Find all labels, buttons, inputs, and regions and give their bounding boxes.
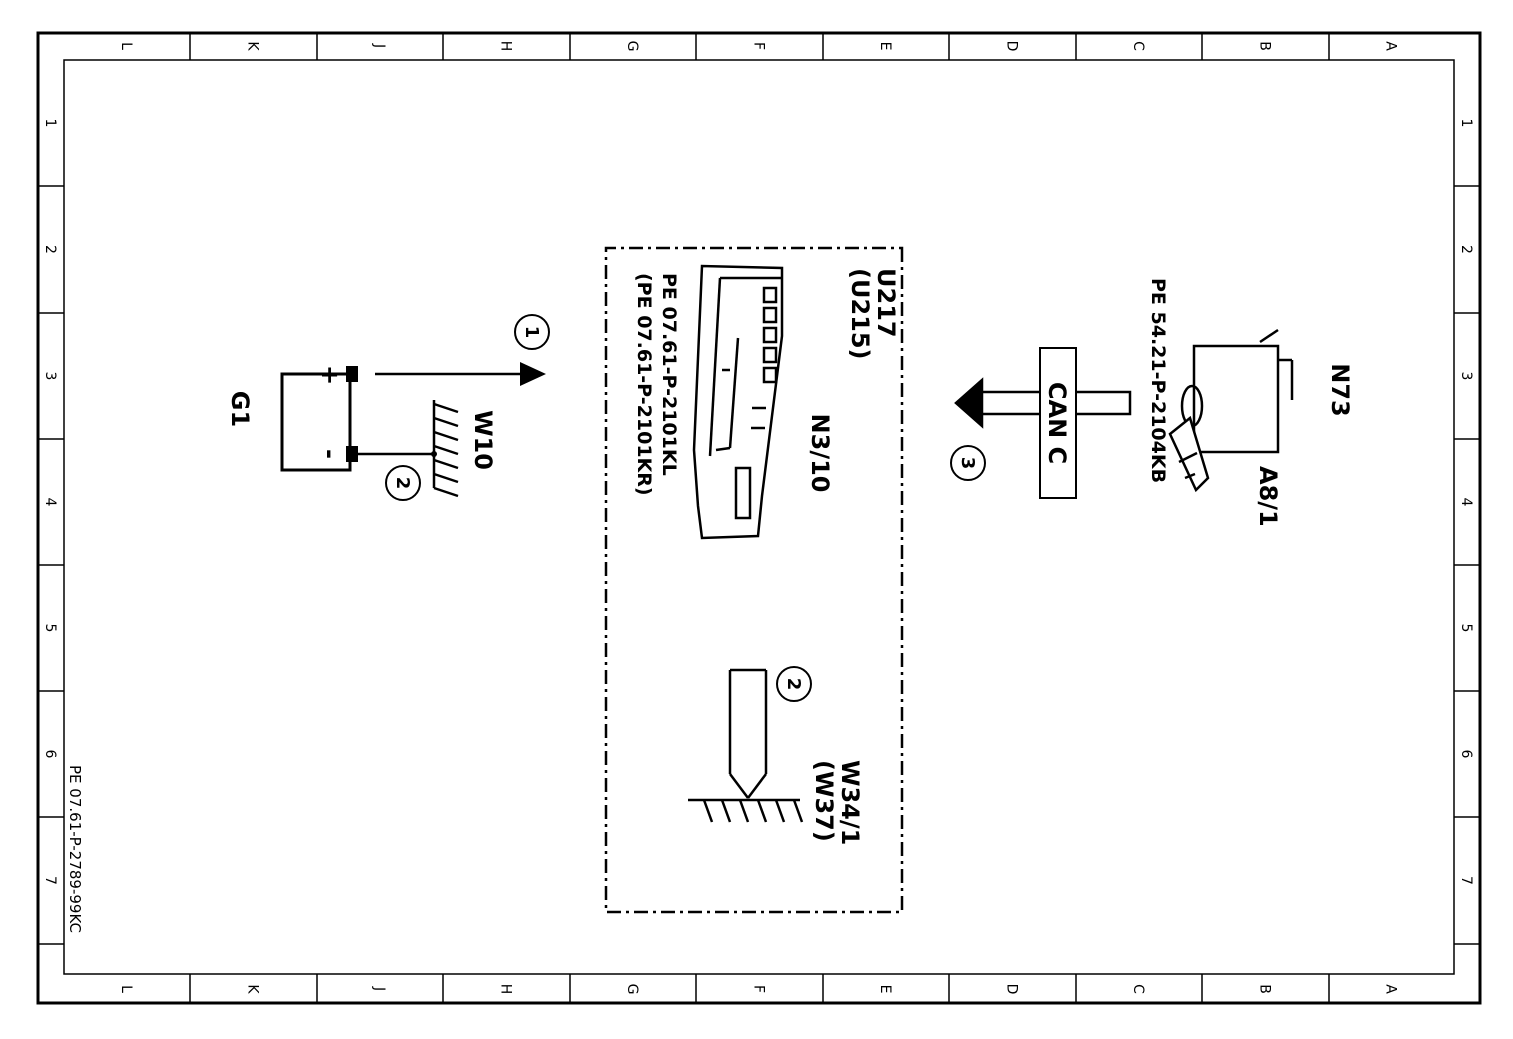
control-module-label: N3/10 bbox=[806, 414, 834, 493]
callout-1: 1 bbox=[514, 314, 550, 350]
ground-w34-alt-label: (W37) bbox=[810, 760, 838, 842]
zone-gridlines bbox=[38, 33, 1480, 1003]
ground-w10-symbol bbox=[432, 400, 459, 498]
battery-negative-wire bbox=[358, 451, 437, 457]
column-label-top: F bbox=[751, 42, 767, 50]
row-label-right: 1 bbox=[1458, 119, 1474, 128]
battery-minus-sign: - bbox=[316, 449, 344, 459]
row-label-right: 7 bbox=[1458, 876, 1474, 885]
svg-text:2: 2 bbox=[783, 678, 804, 691]
switch-n73-label: N73 bbox=[1326, 363, 1354, 416]
row-label-right: 6 bbox=[1458, 750, 1474, 759]
column-label-bottom: B bbox=[1257, 984, 1273, 994]
drawing-frame bbox=[36, 31, 1482, 1005]
module-ref-1: PE 07.61-P-2101KL bbox=[658, 273, 680, 476]
battery-g1: + - G1 bbox=[226, 365, 358, 472]
ground-w34-label: W34/1 bbox=[836, 760, 864, 845]
column-label-top: K bbox=[245, 41, 261, 51]
can-c-label-box bbox=[1039, 347, 1077, 499]
switch-ref: PE 54.21-P-2104KB bbox=[1147, 278, 1169, 483]
battery-label: G1 bbox=[226, 391, 254, 427]
column-label-bottom: A bbox=[1383, 984, 1399, 994]
column-label-bottom: D bbox=[1004, 984, 1020, 995]
ground-w34-symbol bbox=[688, 668, 804, 823]
column-label-bottom: J bbox=[371, 986, 387, 991]
module-ref-2: (PE 07.61-P-2101KR) bbox=[633, 273, 655, 496]
column-label-bottom: E bbox=[877, 985, 893, 994]
row-label-right: 2 bbox=[1458, 245, 1474, 254]
column-label-top: B bbox=[1257, 41, 1273, 51]
callout-3: 3 bbox=[950, 445, 986, 481]
row-label-left: 7 bbox=[42, 876, 58, 885]
row-label-left: 5 bbox=[42, 624, 58, 633]
row-label-left: 6 bbox=[42, 750, 58, 759]
column-label-top: D bbox=[1004, 41, 1020, 52]
svg-text:1: 1 bbox=[521, 326, 542, 339]
svg-text:3: 3 bbox=[957, 457, 978, 470]
key-a8-label: A8/1 bbox=[1254, 466, 1282, 527]
can-c-label: CAN C bbox=[1043, 382, 1071, 464]
column-label-top: G bbox=[624, 41, 640, 52]
battery-plus-sign: + bbox=[316, 365, 344, 385]
column-label-bottom: C bbox=[1130, 984, 1146, 994]
row-label-right: 3 bbox=[1458, 372, 1474, 381]
row-label-right: 5 bbox=[1458, 624, 1474, 633]
row-label-left: 1 bbox=[42, 119, 58, 128]
battery-positive-wire bbox=[375, 362, 546, 386]
column-label-bottom: K bbox=[245, 984, 261, 994]
row-label-right: 4 bbox=[1458, 498, 1474, 507]
column-label-top: E bbox=[877, 42, 893, 51]
column-label-bottom: L bbox=[118, 985, 134, 993]
module-location-alt-label: (U215) bbox=[846, 268, 874, 360]
document-id: PE 07.61-P-2789-99KC bbox=[66, 765, 84, 933]
column-label-top: C bbox=[1130, 41, 1146, 51]
column-label-top: J bbox=[371, 43, 387, 48]
row-label-left: 3 bbox=[42, 372, 58, 381]
module-area-boundary bbox=[604, 246, 904, 914]
callout-2-battery: 2 bbox=[385, 465, 421, 501]
ground-w10-label: W10 bbox=[469, 410, 497, 470]
row-label-left: 4 bbox=[42, 498, 58, 507]
module-location-label: U217 bbox=[872, 268, 900, 338]
callout-2-ground: 2 bbox=[776, 666, 812, 702]
column-label-top: H bbox=[498, 41, 514, 52]
column-label-bottom: H bbox=[498, 984, 514, 995]
column-label-top: A bbox=[1383, 41, 1399, 51]
row-label-left: 2 bbox=[42, 245, 58, 254]
control-module-n3-10 bbox=[692, 264, 784, 540]
column-label-top: L bbox=[118, 42, 134, 50]
svg-text:2: 2 bbox=[392, 477, 413, 490]
column-label-bottom: G bbox=[624, 984, 640, 995]
column-label-bottom: F bbox=[751, 985, 767, 993]
zone-labels: L L K K J J H H G G F F E E D D C C B B A A 1 1 2 2 3 3 4 4 5 5 6 6 7 7 bbox=[42, 41, 1474, 995]
switch-n73-with-key bbox=[1168, 328, 1294, 493]
